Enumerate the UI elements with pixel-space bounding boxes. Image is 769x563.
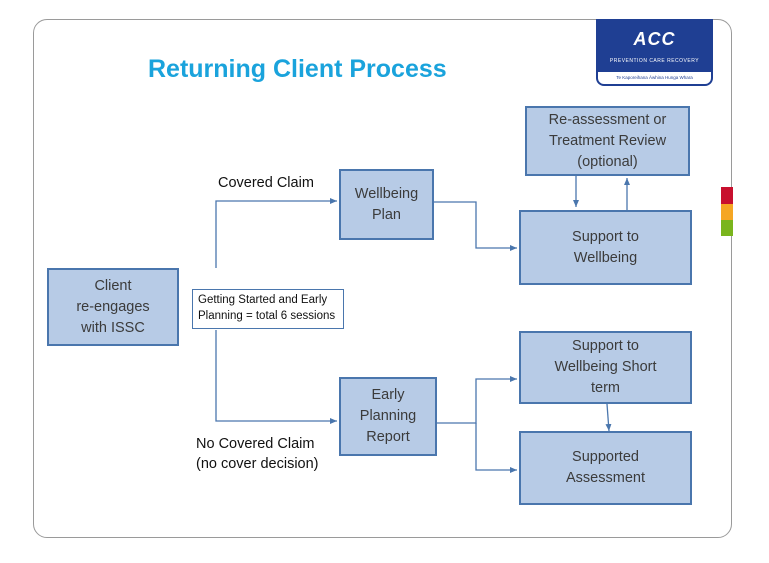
node-reassessment: Re-assessment or Treatment Review (optio…: [525, 106, 690, 176]
node-supported-assessment: Supported Assessment: [519, 431, 692, 505]
node-support-to-wellbeing: Support to Wellbeing: [519, 210, 692, 285]
connector-report-to-shortterm: [437, 376, 517, 424]
logo-wordmark: ACC: [633, 29, 676, 49]
label-no-covered-claim: No Covered Claim (no cover decision): [196, 436, 319, 472]
side-bar-green: [721, 220, 733, 236]
page-title: Returning Client Process: [148, 55, 447, 83]
node-early-planning-report: Early Planning Report: [339, 377, 437, 456]
connector-shortterm-down: [605, 403, 612, 432]
connector-plan-to-support: [434, 201, 517, 251]
side-bar-orange: [721, 204, 733, 220]
acc-logo: ACC PREVENTION CARE RECOVERY Te Kaporeih…: [596, 19, 713, 86]
connector-client-to-plan: [215, 198, 337, 268]
connector-client-to-report: [215, 330, 337, 424]
sessions-note: Getting Started and Early Planning = tot…: [192, 289, 344, 329]
node-support-short-term: Support to Wellbeing Short term: [519, 331, 692, 404]
node-wellbeing-plan: Wellbeing Plan: [339, 169, 434, 240]
logo-subtitle: Te Kaporeihana Āwhina Hunga Whara: [598, 72, 711, 84]
node-client-reengages: Client re-engages with ISSC: [47, 268, 179, 346]
connector-report-to-assessment: [475, 423, 517, 473]
logo-tagline: PREVENTION CARE RECOVERY: [609, 58, 700, 64]
side-bar-red: [721, 187, 733, 204]
label-covered-claim: Covered Claim: [218, 175, 314, 191]
